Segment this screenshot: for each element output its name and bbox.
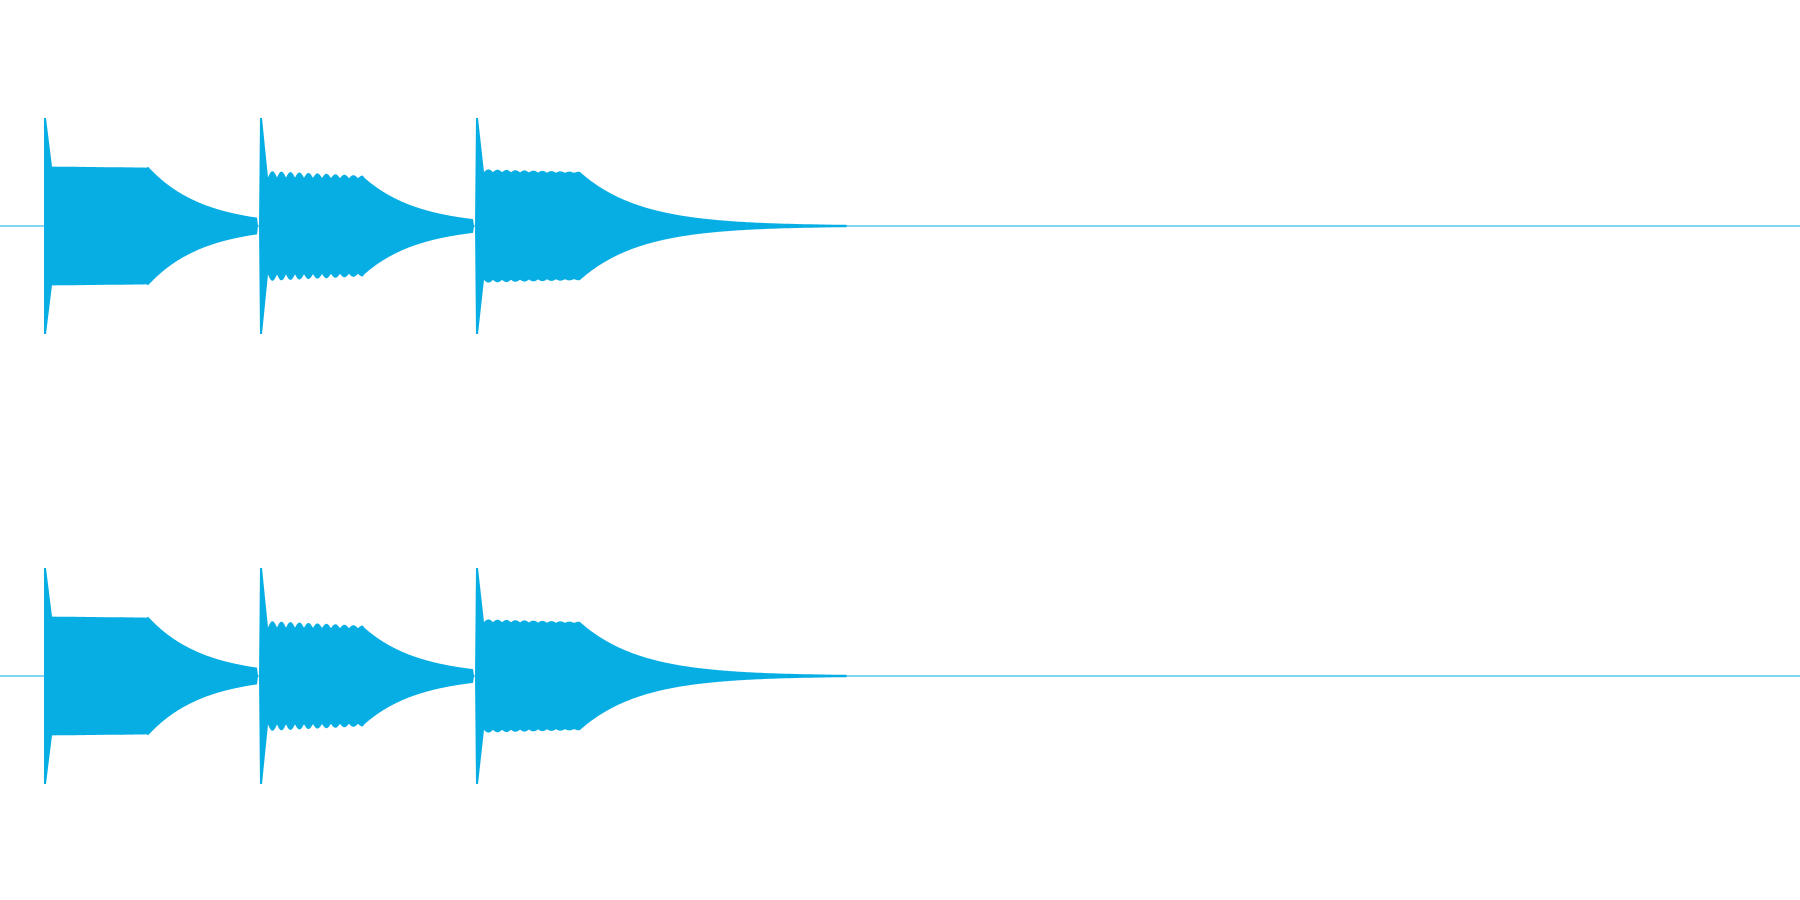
channel-1-track [0,118,1800,334]
channel-1-waveform [44,118,848,334]
channel-2-waveform [44,568,848,784]
channel-2-track [0,568,1800,784]
